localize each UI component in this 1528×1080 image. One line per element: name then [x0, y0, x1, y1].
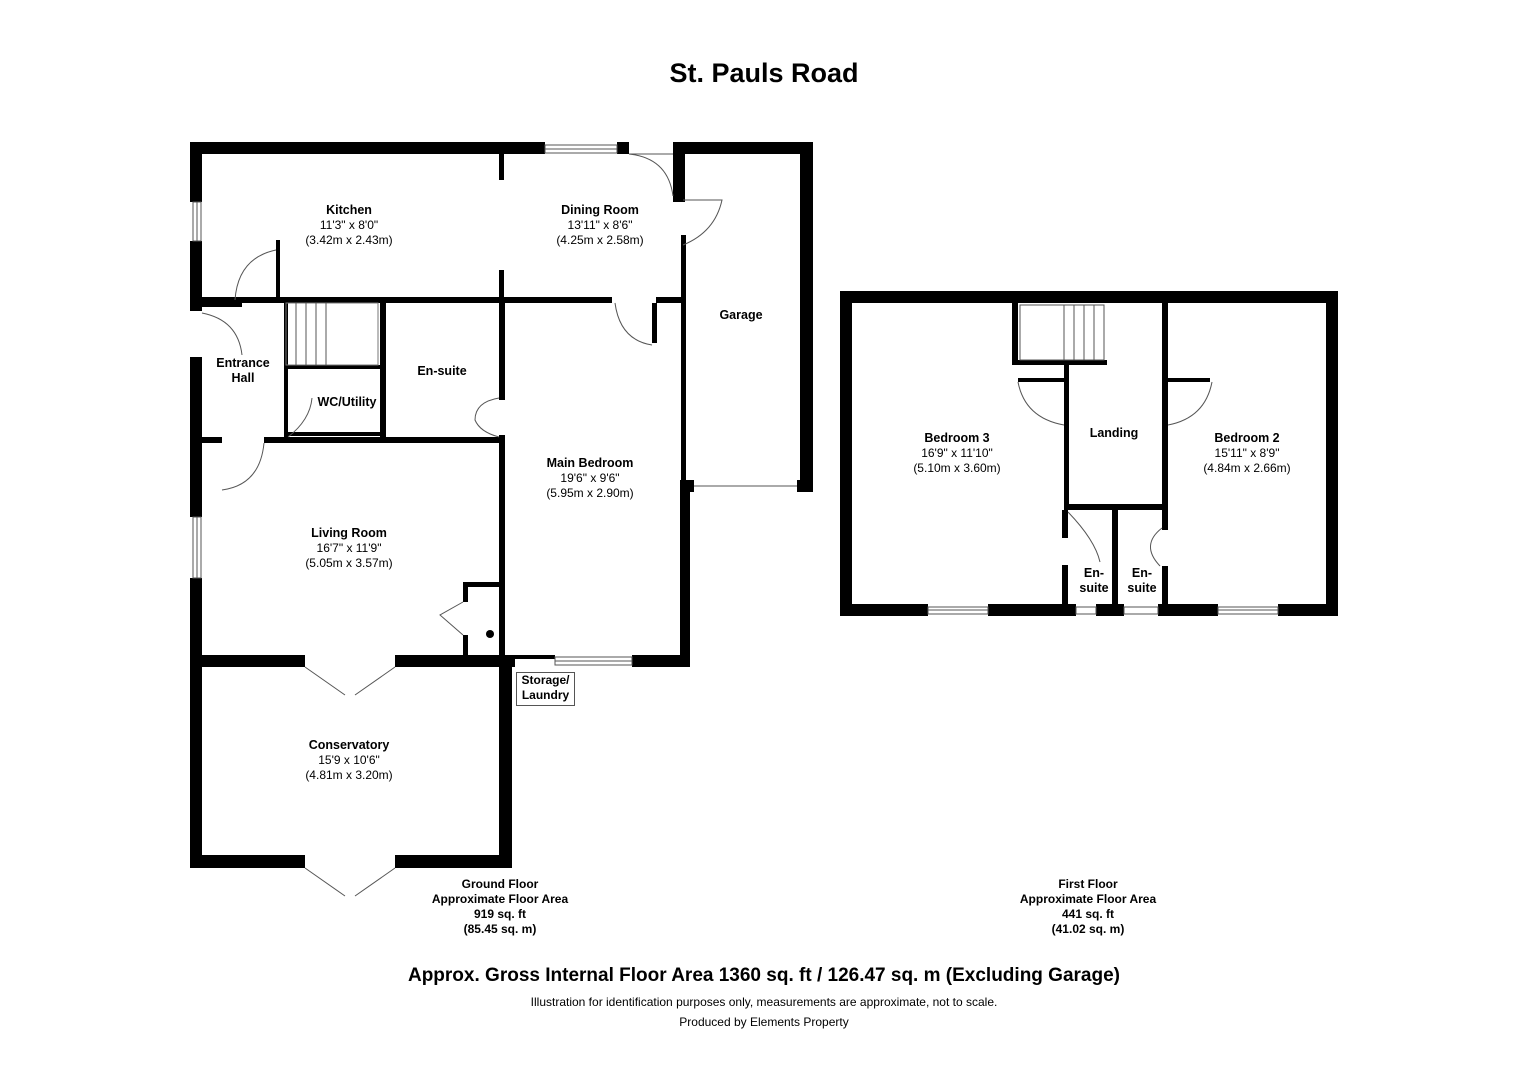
gross-internal-area: Approx. Gross Internal Floor Area 1360 s…	[407, 965, 1120, 986]
living-room-label: Living Room 16'7" x 11'9" (5.05m x 3.57m…	[305, 526, 393, 570]
en-suite-a-label: En- suite	[1079, 566, 1109, 595]
producer-credit: Produced by Elements Property	[679, 1015, 849, 1029]
ground-floor-area: Ground Floor Approximate Floor Area 919 …	[431, 877, 569, 936]
kitchen-label: Kitchen 11'3" x 8'0" (3.42m x 2.43m)	[305, 203, 393, 247]
en-suite-b-label: En- suite	[1127, 566, 1157, 595]
first-floor-area: First Floor Approximate Floor Area 441 s…	[1019, 877, 1157, 936]
main-bedroom-label: Main Bedroom 19'6" x 9'6" (5.95m x 2.90m…	[546, 456, 634, 500]
entrance-hall-label: Entrance Hall	[216, 356, 270, 385]
plan-title: St. Pauls Road	[669, 58, 859, 88]
garage-label: Garage	[719, 308, 763, 322]
bedroom-3-label: Bedroom 3 16'9" x 11'10" (5.10m x 3.60m)	[913, 431, 1001, 475]
ground-floor-doors-windows	[192, 144, 797, 897]
bedroom-2-label: Bedroom 2 15'11" x 8'9" (4.84m x 2.66m)	[1203, 431, 1291, 475]
storage-laundry-label: Storage/ Laundry	[516, 672, 575, 706]
dining-room-label: Dining Room 13'11" x 8'6" (4.25m x 2.58m…	[556, 203, 644, 247]
first-floor-doors-windows	[927, 304, 1279, 615]
wc-utility-label: WC/Utility	[317, 395, 377, 409]
first-floor-walls	[840, 291, 1338, 616]
disclaimer-text: Illustration for identification purposes…	[530, 995, 998, 1009]
landing-label: Landing	[1089, 426, 1139, 440]
ground-floor-walls	[190, 142, 813, 868]
conservatory-label: Conservatory 15'9 x 10'6" (4.81m x 3.20m…	[305, 738, 393, 782]
appliance-dot	[486, 630, 494, 638]
en-suite-ground-label: En-suite	[417, 364, 467, 378]
